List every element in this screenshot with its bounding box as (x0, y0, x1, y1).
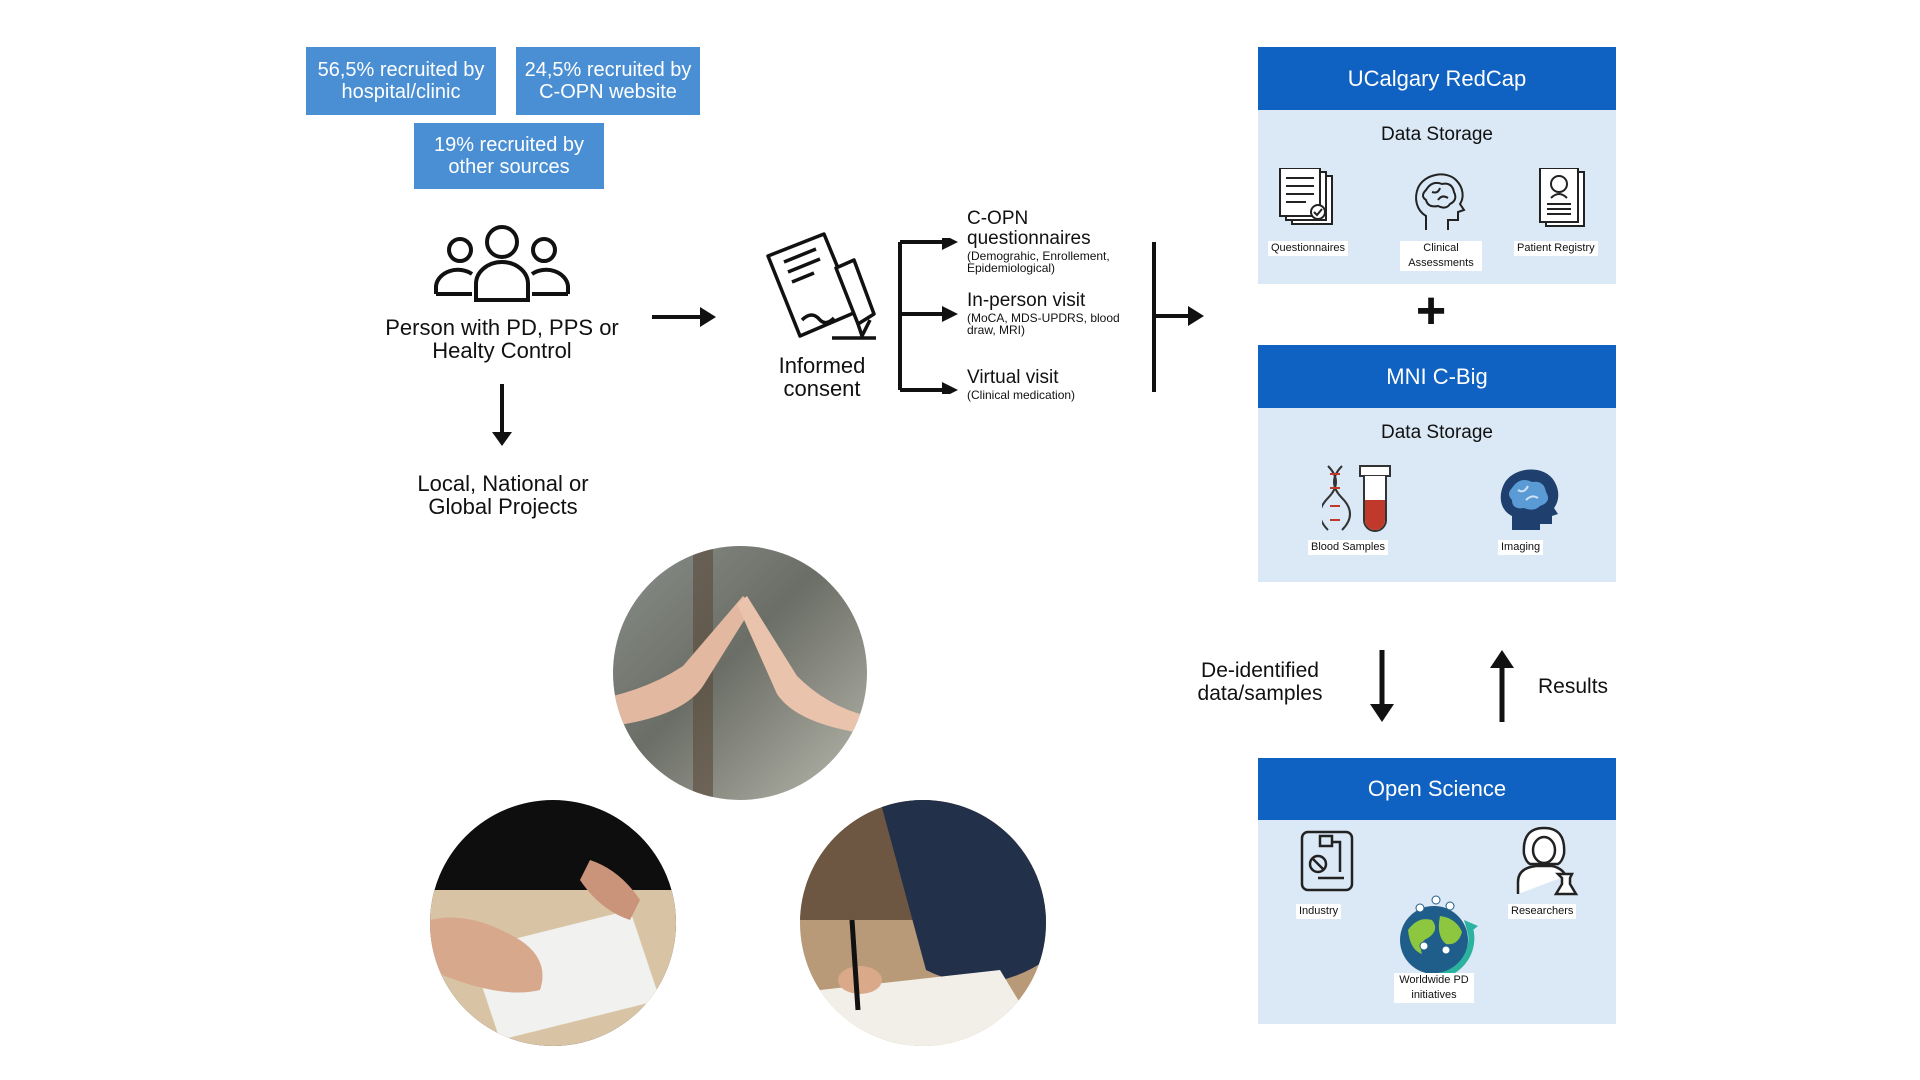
globe-icon (1400, 895, 1478, 980)
redcap-item-registry: Patient Registry (1514, 241, 1598, 256)
open-science-title: Open Science (1367, 776, 1507, 801)
open-science-header: Open Science (1258, 758, 1616, 820)
open-science-item-worldwide: Worldwide PD initiatives (1394, 973, 1474, 1003)
merge-bracket-arrow (1152, 242, 1204, 392)
consent-label: Informed consent (778, 353, 866, 401)
microscope-icon (1300, 830, 1354, 892)
photo-person-writing-art (800, 800, 1046, 1046)
branch-questionnaires: C-OPN questionnaires (Demograhic, Enroll… (967, 208, 1147, 275)
brain-scan-icon (1500, 469, 1559, 530)
arrow-down-deidentified (1370, 650, 1394, 722)
cbig-item-blood: Blood Samples (1308, 540, 1388, 555)
brain-head-icon (1415, 173, 1466, 230)
photo-hands-touching (613, 546, 867, 800)
branch-in-person-sub: (MoCA, MDS-UPDRS, blood draw, MRI) (967, 311, 1120, 337)
branch-questionnaires-title: C-OPN questionnaires (967, 208, 1091, 249)
cbig-subtitle: Data Storage (1381, 422, 1493, 443)
branch-questionnaires-sub: (Demograhic, Enrollement, Epidemiologica… (967, 249, 1110, 275)
consent-document-icon (766, 232, 876, 340)
branch-in-person-title: In-person visit (967, 290, 1086, 311)
photo-document-signing-art (430, 860, 676, 1046)
redcap-subtitle: Data Storage (1381, 124, 1493, 145)
cbig-body: Data Storage Blood Samples Imaging (1258, 408, 1616, 582)
branch-virtual: Virtual visit (Clinical medication) (967, 367, 1147, 402)
dna-tube-icon (1322, 465, 1391, 532)
flow-up-label: Results (1538, 675, 1609, 698)
recruit-website-text: 24,5% recruited by C-OPN website (524, 59, 692, 103)
arrow-right-consent (652, 307, 716, 327)
branch-virtual-sub: (Clinical medication) (967, 388, 1076, 402)
flow-down-label: De-identified data/samples (1197, 659, 1323, 705)
cbig-header: MNI C-Big (1258, 345, 1616, 408)
photo-document-signing (430, 800, 676, 1046)
photo-hands-touching-art (613, 546, 867, 800)
participant-label: Person with PD, PPS or Healty Control (385, 315, 619, 363)
redcap-body: Data Storage Questionnaires (1258, 110, 1616, 284)
redcap-header: UCalgary RedCap (1258, 47, 1616, 110)
branch-in-person: In-person visit (MoCA, MDS-UPDRS, blood … (967, 290, 1147, 337)
branch-bracket (898, 238, 958, 394)
open-science-body: Industry Researchers Worldwide PD initia… (1258, 820, 1616, 1024)
questionnaire-icon (1279, 168, 1333, 225)
cbig-item-imaging: Imaging (1498, 540, 1544, 555)
arrow-up-results (1490, 650, 1514, 722)
projects-label: Local, National or Global Projects (417, 471, 589, 519)
redcap-title: UCalgary RedCap (1347, 65, 1527, 91)
open-science-item-researchers: Researchers (1508, 904, 1577, 919)
cbig-title: MNI C-Big (1386, 363, 1488, 389)
people-icon (434, 225, 570, 302)
recruit-hospital-box: 56,5% recruited by hospital/clinic (306, 47, 496, 115)
photo-person-writing (800, 800, 1046, 1046)
recruit-website-box: 24,5% recruited by C-OPN website (516, 47, 700, 115)
arrow-down-projects (492, 384, 512, 446)
registry-icon (1539, 168, 1585, 227)
open-science-item-industry: Industry (1296, 904, 1342, 919)
researcher-icon (1516, 826, 1579, 896)
recruit-other-text: 19% recruited by other sources (433, 134, 585, 178)
redcap-item-questionnaires: Questionnaires (1268, 241, 1348, 256)
recruit-other-box: 19% recruited by other sources (414, 123, 604, 189)
plus-sign: + (1415, 282, 1447, 340)
branch-virtual-title: Virtual visit (967, 367, 1059, 388)
recruit-hospital-text: 56,5% recruited by hospital/clinic (317, 59, 485, 103)
redcap-item-clinical: Clinical Assessments (1400, 241, 1482, 271)
